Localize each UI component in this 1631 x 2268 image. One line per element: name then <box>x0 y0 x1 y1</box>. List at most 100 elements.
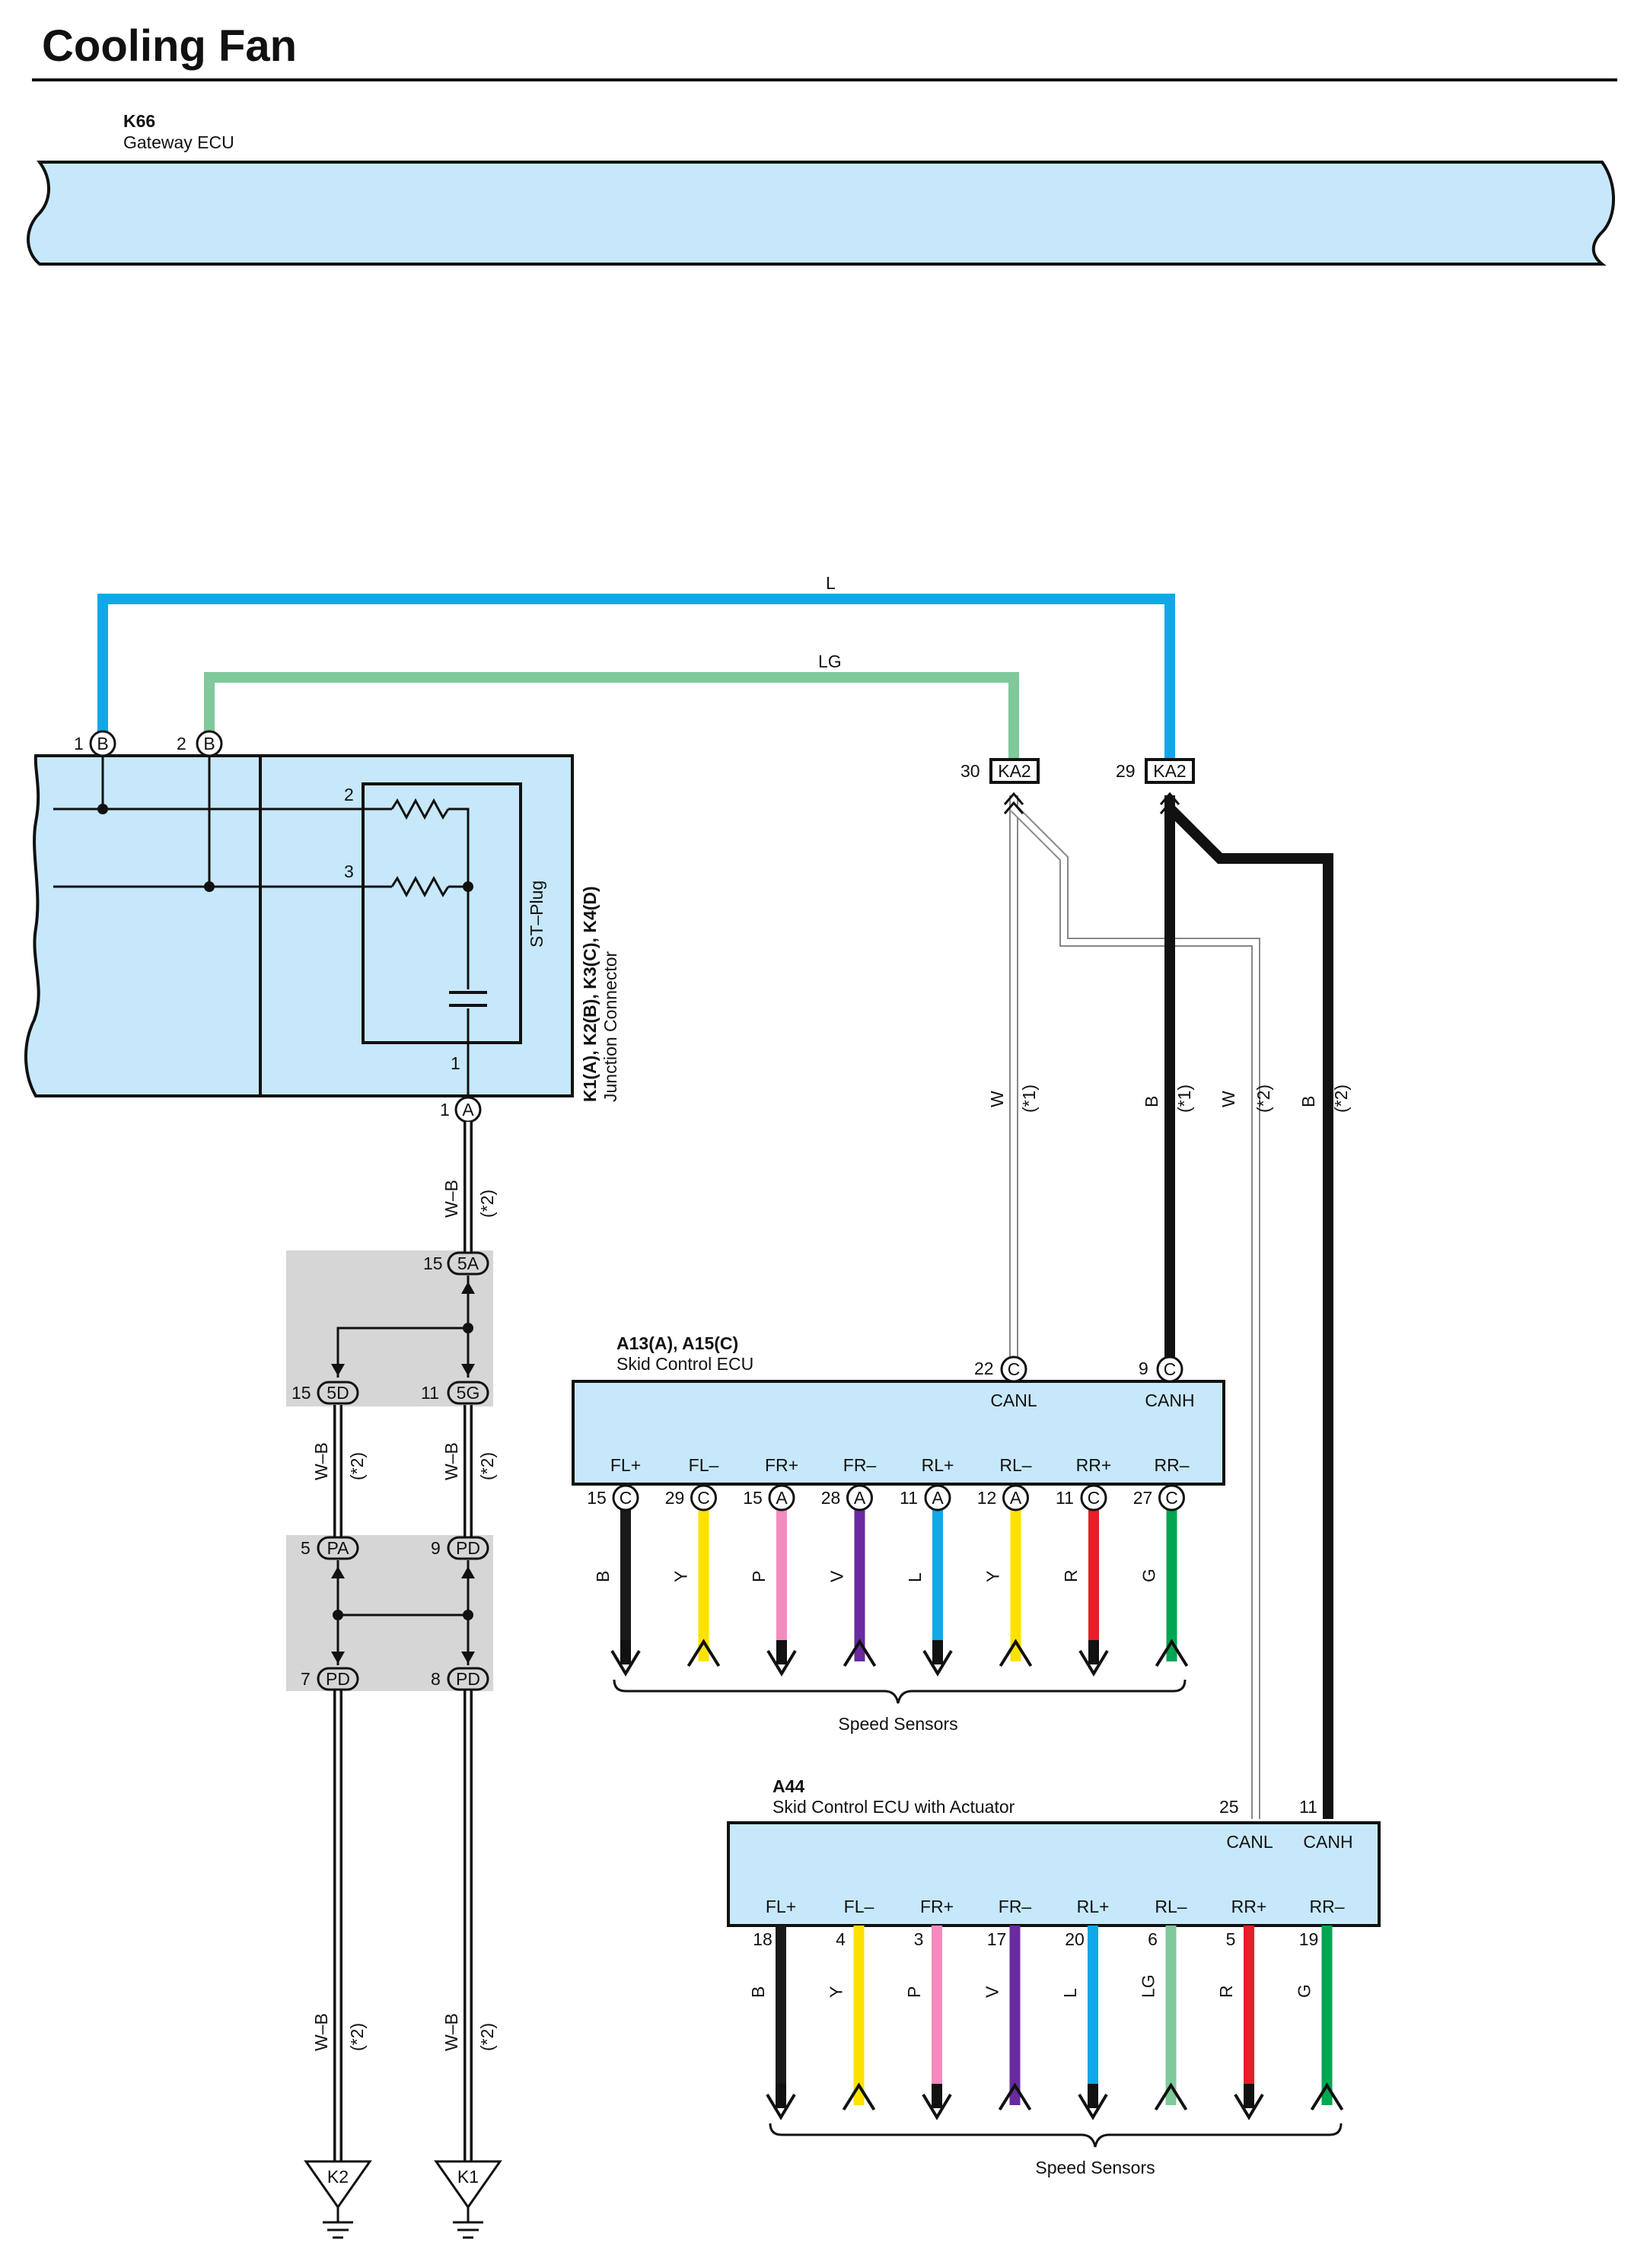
note-1-label: (*1) <box>1174 1085 1194 1113</box>
terminal-label: FL– <box>689 1455 719 1475</box>
splice-dot <box>97 804 108 814</box>
ka2-pin-29: 29 <box>1116 761 1136 781</box>
sensor-brace-icon <box>769 2123 1343 2148</box>
connector-5a: 5A <box>447 1251 489 1276</box>
pin-11-label: 11 <box>421 1383 439 1403</box>
svg-text:5G: 5G <box>457 1383 480 1403</box>
terminal-label: FL+ <box>610 1455 641 1475</box>
note-2-label: (*2) <box>347 2023 367 2051</box>
ecu-a13-canh: CANH <box>1145 1390 1194 1410</box>
ecu-a13-canh-conn <box>1156 1355 1183 1383</box>
terminal-connector <box>612 1484 639 1511</box>
resistor-icon <box>390 875 450 898</box>
wire-color-label: LG <box>1139 1974 1158 1998</box>
terminal-label: RR+ <box>1076 1455 1112 1475</box>
st-plug-box <box>362 782 522 1044</box>
wire-color-label: P <box>904 1986 924 1998</box>
ecu-a44-code: A44 <box>772 1776 804 1796</box>
ecu-a13-terminals: FL+15BCFL–29YCFR+15PAFR–28VARL+11LARL–12… <box>587 1455 1190 1677</box>
svg-text:PD: PD <box>326 1669 350 1689</box>
terminal-pin: 19 <box>1299 1929 1319 1949</box>
terminal-pin: 27 <box>1133 1488 1153 1508</box>
st-plug-label: ST–Plug <box>527 881 546 948</box>
junction-block-shade <box>286 1535 493 1691</box>
wire-color-label: R <box>1216 1985 1236 1998</box>
wire-color-label: Y <box>671 1571 691 1582</box>
wire-w-label: W <box>987 1091 1007 1107</box>
ecu-a13-canh-pin: 9 <box>1139 1359 1148 1378</box>
junction-codes: K1(A), K2(B), K3(C), K4(D) <box>580 886 600 1102</box>
terminal-connector <box>768 1484 795 1511</box>
gateway-code: K66 <box>123 111 155 131</box>
pin-5-label: 5 <box>301 1538 311 1558</box>
terminal-label: RR– <box>1309 1897 1344 1916</box>
terminal-label: RL– <box>1155 1897 1187 1916</box>
gateway-name: Gateway ECU <box>123 132 234 152</box>
wire-w-label: W <box>1218 1091 1238 1107</box>
note-2-label: (*2) <box>1331 1085 1351 1113</box>
terminal-conn-label: A <box>854 1488 866 1508</box>
ecu-a44-terminals: FL+18BFL–4YFR+3PFR–17VRL+20LRL–6LGRR+5RR… <box>748 1897 1345 2120</box>
conn-c-label: C <box>1164 1359 1177 1379</box>
wire-in-arrow-icon <box>1154 2082 1188 2111</box>
ecu-a13-sensors: Speed Sensors <box>838 1714 957 1734</box>
wire-b-label: B <box>1142 1096 1161 1107</box>
ka2-pin-30: 30 <box>960 761 980 781</box>
terminal-conn-label: A <box>776 1488 788 1508</box>
terminal-connector <box>1002 1484 1029 1511</box>
terminal-conn-label: C <box>1088 1488 1101 1508</box>
wire-color-label: Y <box>983 1571 1003 1582</box>
connector-5g: 5G <box>447 1381 489 1405</box>
svg-text:PD: PD <box>456 1538 480 1558</box>
terminal-connector <box>924 1484 951 1511</box>
terminal-conn-label: A <box>932 1488 944 1508</box>
splice-dot <box>463 881 473 892</box>
conn-b-label: B <box>97 734 108 753</box>
wire-color-label: V <box>827 1570 847 1582</box>
wire-out-arrow-icon <box>610 1649 641 1677</box>
wire-color-label: V <box>983 1986 1002 1998</box>
connector-b-pin2 <box>196 730 223 757</box>
svg-text:5A: 5A <box>457 1253 479 1273</box>
terminal-label: RL– <box>999 1455 1031 1475</box>
wire-color-label: L <box>1060 1988 1080 1998</box>
connector-pd: PD <box>447 1667 489 1691</box>
terminal-connector <box>690 1484 717 1511</box>
wire-color-label: B <box>748 1986 768 1998</box>
wire-color-label: G <box>1295 1984 1314 1998</box>
wire-in-arrow-icon <box>998 2082 1032 2111</box>
wire-out-arrow-icon <box>1078 1649 1109 1677</box>
note-1-label: (*1) <box>1019 1085 1039 1113</box>
ecu-a13-canl-pin: 22 <box>974 1359 994 1378</box>
ecu-a44-box <box>727 1821 1381 1927</box>
wb-wires <box>333 1122 473 2161</box>
inner-pin-3: 3 <box>344 862 354 881</box>
terminal-connector <box>1080 1484 1107 1511</box>
terminal-pin: 11 <box>1056 1488 1074 1508</box>
note-2-label: (*2) <box>477 2023 497 2051</box>
junction-block-upper <box>331 1276 475 1378</box>
terminal-pin: 28 <box>821 1488 841 1508</box>
terminal-pin: 29 <box>665 1488 685 1508</box>
wire-wb-label: W–B <box>311 1442 331 1480</box>
ecu-a44-canl: CANL <box>1226 1832 1273 1852</box>
wire-in-arrow-icon <box>686 1639 721 1668</box>
page-title: Cooling Fan <box>42 21 297 71</box>
junction-block-lower <box>331 1560 475 1665</box>
wire-in-arrow-icon <box>843 1639 877 1668</box>
pin-a1-label: 1 <box>440 1100 450 1120</box>
can-h-wires <box>1164 795 1333 1819</box>
ground-k2-icon <box>304 2160 372 2239</box>
wire-in-arrow-icon <box>999 1639 1033 1668</box>
connector-pd: PD <box>317 1667 359 1691</box>
wire-out-arrow-icon <box>1078 2093 1108 2120</box>
ecu-a44-canh-pin: 11 <box>1299 1797 1317 1817</box>
ecu-a44-sensors: Speed Sensors <box>1035 2158 1155 2177</box>
terminal-label: FR+ <box>920 1897 954 1916</box>
wire-in-arrow-icon <box>1155 1639 1189 1668</box>
terminal-label: RL+ <box>1077 1897 1110 1916</box>
junction-name: Junction Connector <box>600 951 620 1102</box>
terminal-label: FR– <box>843 1455 877 1475</box>
pin-8-label: 8 <box>431 1669 441 1689</box>
